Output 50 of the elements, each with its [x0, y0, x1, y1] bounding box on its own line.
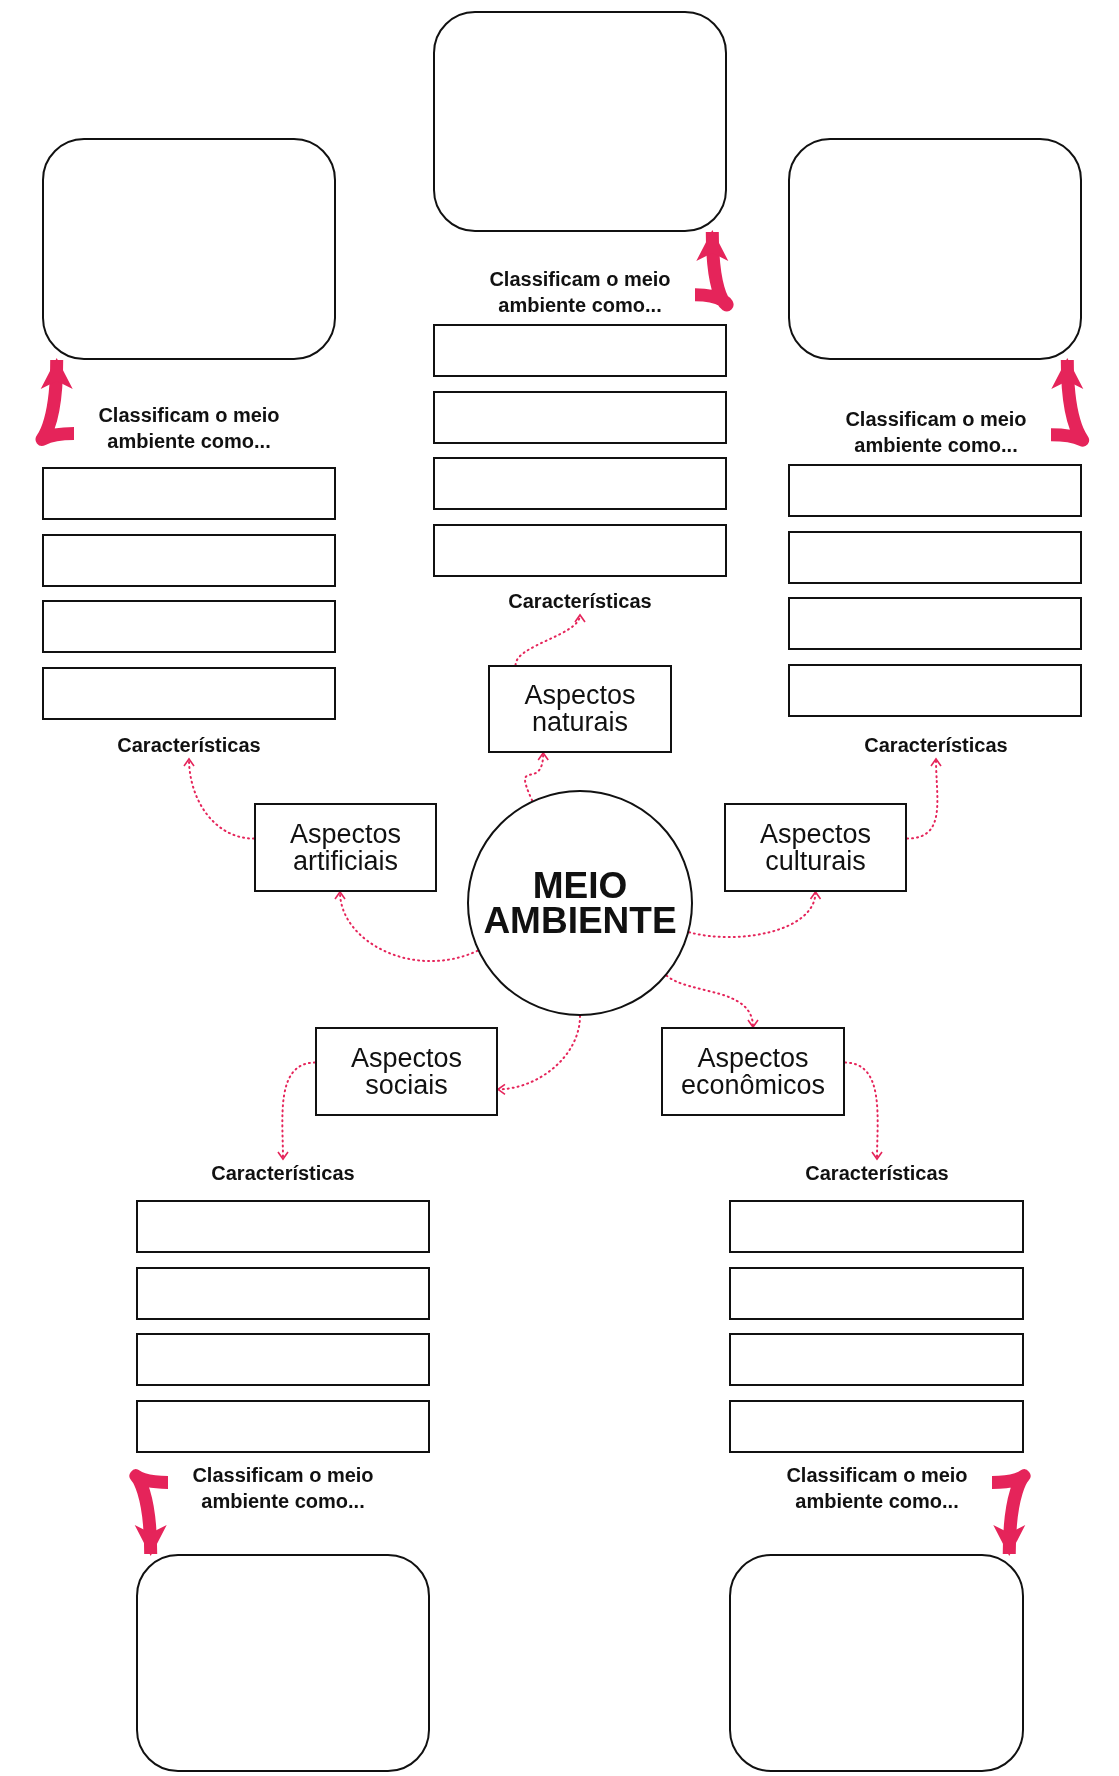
topic-box: Aspectos artificiais — [254, 803, 437, 892]
answer-box — [788, 138, 1082, 360]
answer-box — [729, 1400, 1024, 1454]
answer-box — [788, 597, 1082, 651]
concept-circle: MEIO AMBIENTE — [467, 790, 693, 1016]
topic-box: Aspectos naturais — [488, 665, 672, 753]
answer-box — [729, 1200, 1024, 1253]
prompt-text: Classificam o meio ambiente como... — [168, 1460, 398, 1516]
answer-box — [42, 138, 336, 360]
dotted-arrow — [497, 1015, 581, 1095]
section-label: Características — [495, 587, 665, 615]
section-label: Características — [198, 1159, 368, 1187]
section-label: Características — [104, 731, 274, 759]
answer-box — [788, 664, 1082, 718]
dotted-arrow — [335, 891, 479, 963]
answer-box — [136, 1266, 430, 1320]
prompt-text: Classificam o meio ambiente como... — [762, 1460, 992, 1516]
answer-box — [729, 1333, 1024, 1387]
answer-box — [433, 524, 727, 578]
answer-box — [788, 464, 1082, 517]
answer-box — [136, 1333, 430, 1387]
dotted-arrow — [183, 758, 255, 840]
answer-box — [136, 1200, 430, 1253]
dotted-arrow — [277, 1061, 316, 1160]
topic-box: Aspectos econômicos — [661, 1027, 845, 1116]
answer-box — [433, 324, 727, 377]
topic-box: Aspectos sociais — [315, 1027, 498, 1116]
dotted-arrow — [524, 752, 549, 802]
answer-box — [433, 457, 727, 511]
answer-box — [42, 533, 336, 587]
answer-box — [433, 390, 727, 444]
answer-box — [42, 600, 336, 654]
prompt-text: Classificam o meio ambiente como... — [74, 400, 304, 456]
answer-box — [136, 1400, 430, 1454]
answer-box — [788, 530, 1082, 584]
answer-box — [136, 1554, 430, 1772]
answer-box — [42, 467, 336, 520]
answer-box — [42, 667, 336, 721]
section-label: Características — [792, 1159, 962, 1187]
section-label: Características — [851, 731, 1021, 759]
answer-box — [729, 1266, 1024, 1320]
topic-box: Aspectos culturais — [724, 803, 907, 892]
answer-box — [729, 1554, 1024, 1772]
dotted-arrow — [514, 614, 584, 666]
prompt-text: Classificam o meio ambiente como... — [465, 264, 695, 320]
answer-box — [433, 11, 727, 232]
curved-arrow — [694, 230, 733, 309]
dotted-arrow — [665, 974, 758, 1028]
dotted-arrow — [688, 891, 821, 939]
prompt-text: Classificam o meio ambiente como... — [821, 404, 1051, 460]
